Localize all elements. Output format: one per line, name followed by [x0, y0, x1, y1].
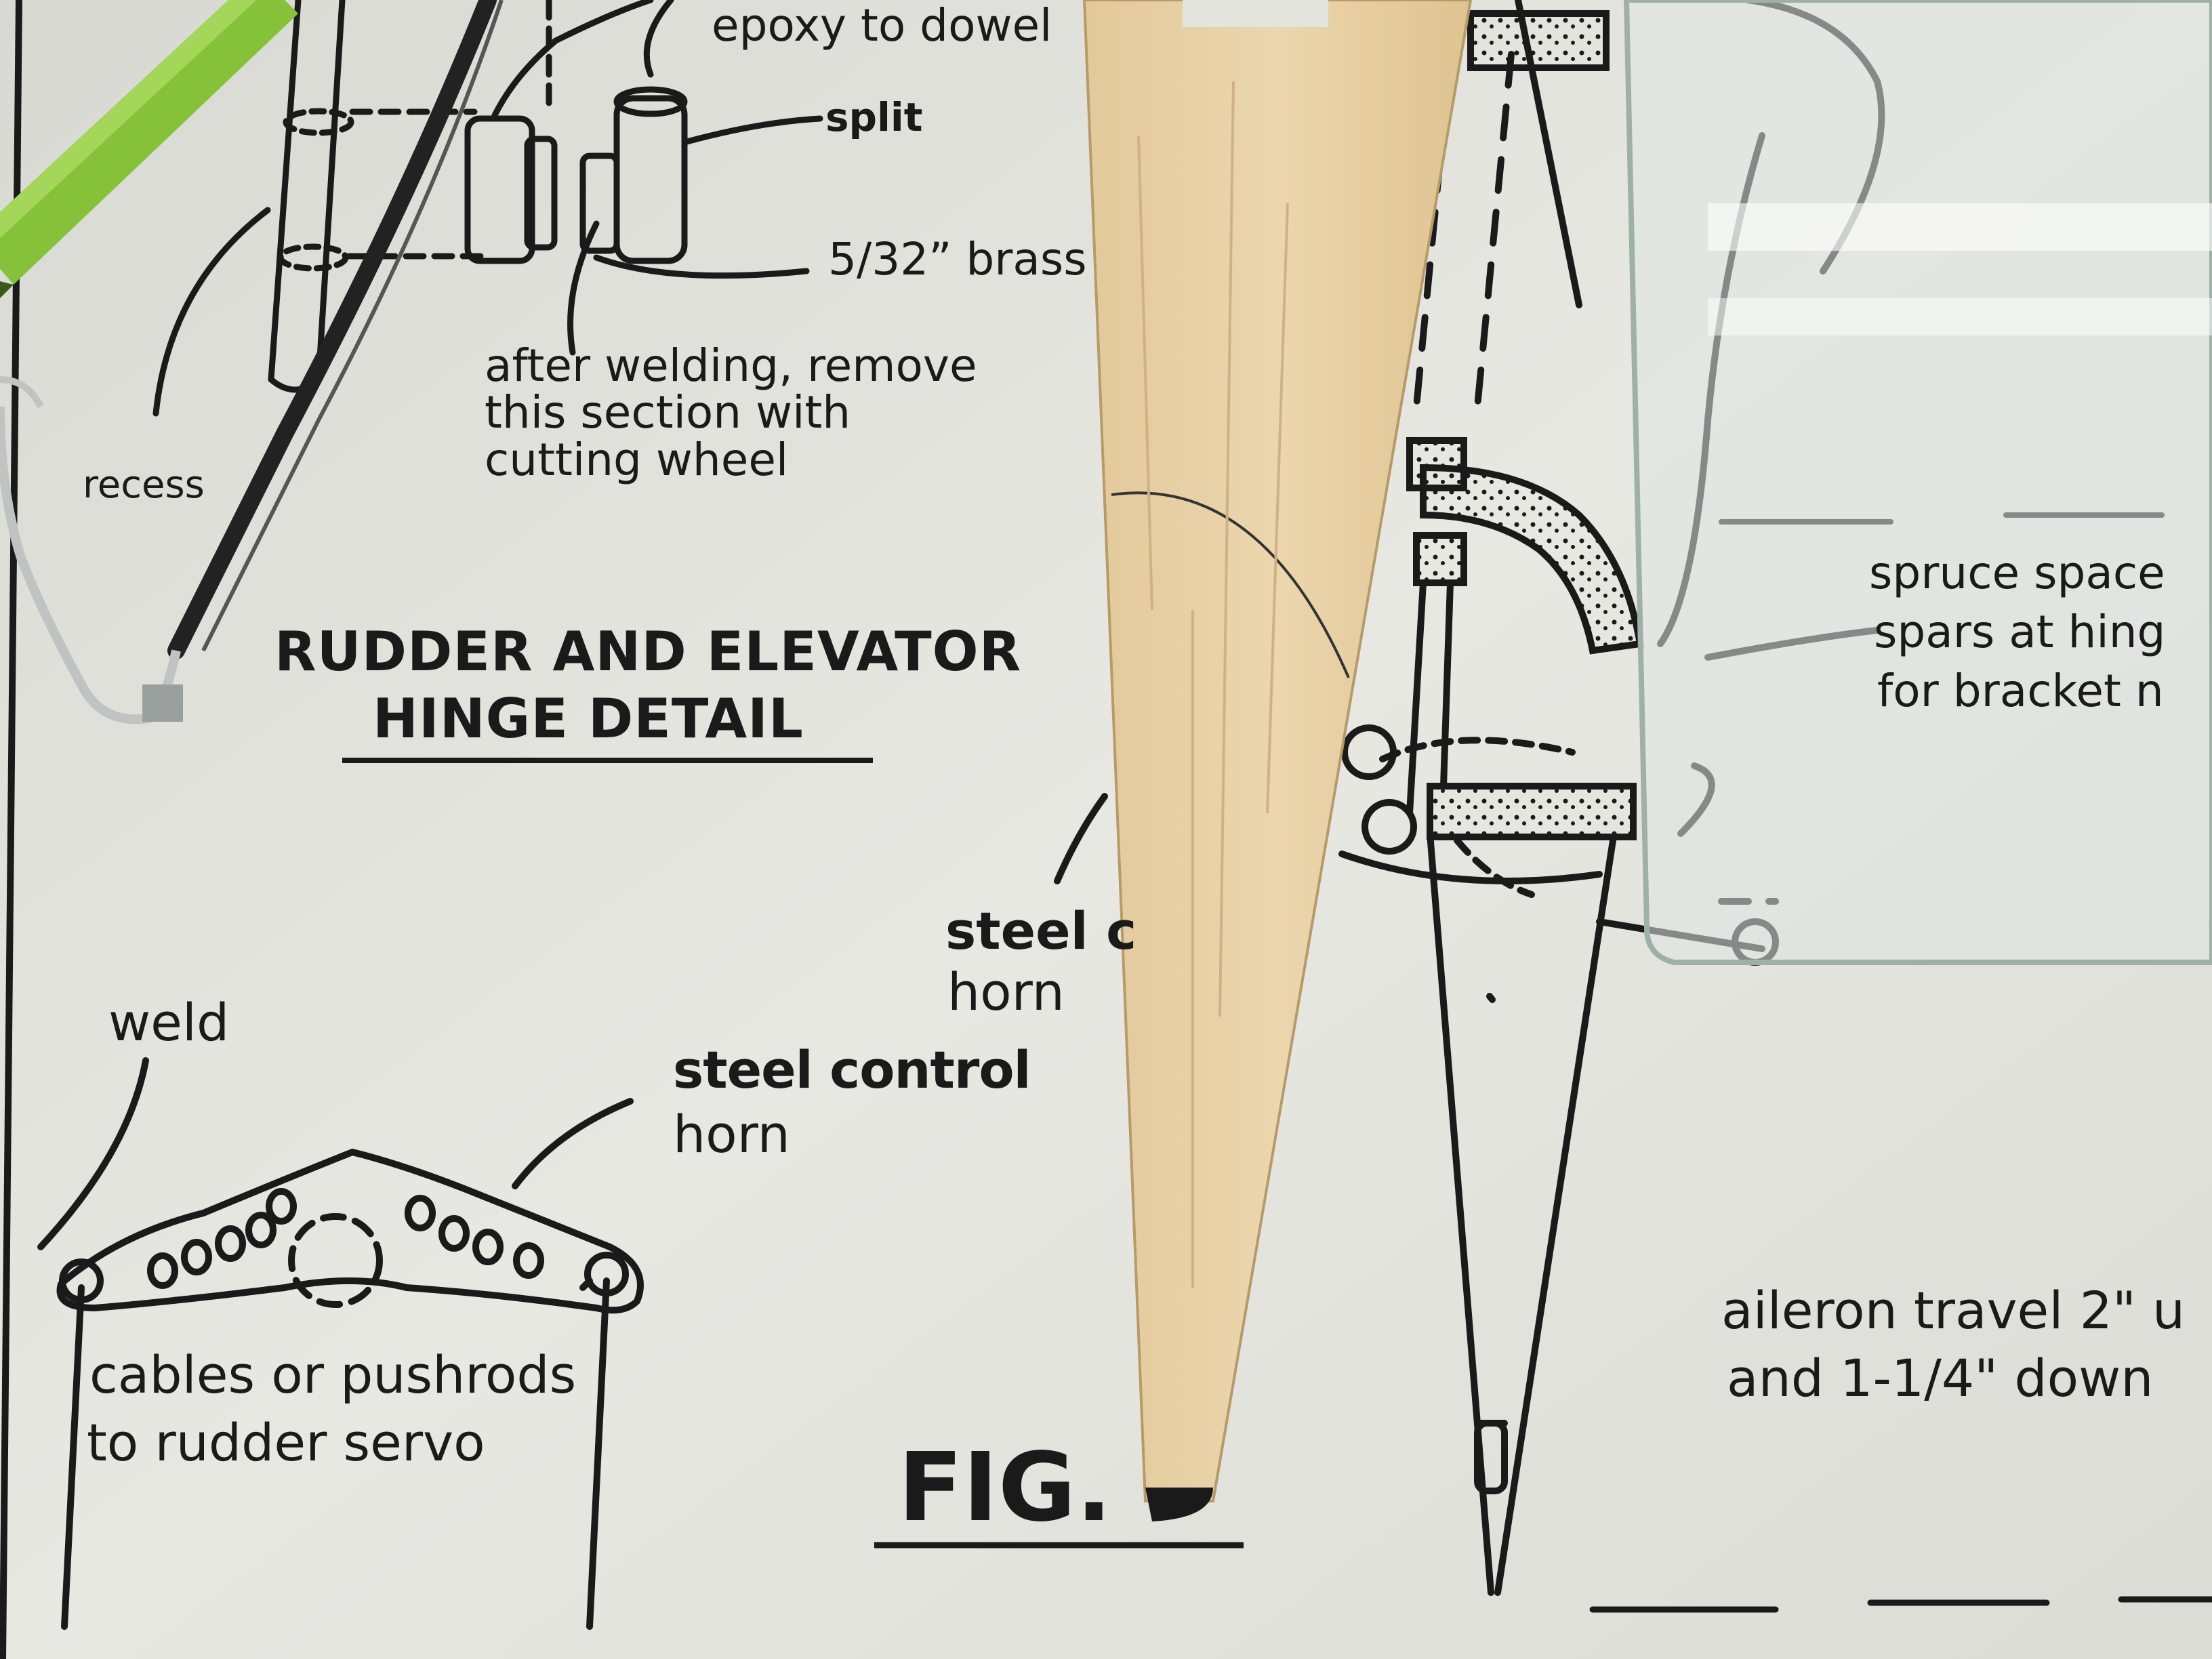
hinge-detail-sketch	[152, 0, 823, 417]
balsa-strip	[1082, 0, 1473, 1502]
steel-c-partial-label: steel c	[945, 901, 1137, 961]
spruce-line-2: spars at hing	[1874, 606, 2166, 658]
after-welding-note: after welding, remove this section with …	[485, 342, 977, 483]
strip-shadow	[1145, 1488, 1213, 1521]
cables-line-1: cables or pushrods	[89, 1345, 577, 1405]
control-horn-sketch	[37, 793, 1108, 1630]
after-welding-line-3: cutting wheel	[485, 433, 789, 486]
aileron-line-1: aileron travel 2" u	[1721, 1280, 2186, 1340]
after-welding-line-2: this section with	[485, 386, 851, 439]
detail-title-line-2: HINGE DETAIL	[373, 687, 804, 750]
recess-label: recess	[83, 463, 205, 507]
weld-label: weld	[108, 992, 230, 1052]
detail-title-line-1: RUDDER AND ELEVATOR	[274, 620, 1022, 683]
glass-plate	[1623, 0, 2212, 965]
eyeglasses	[0, 0, 504, 724]
split-label: split	[825, 94, 923, 140]
aileron-line-2: and 1-1/4" down	[1727, 1348, 2154, 1408]
figure-label: FIG.	[898, 1433, 1112, 1543]
pencil	[0, 0, 298, 298]
spruce-line-1: spruce space	[1869, 547, 2165, 599]
after-welding-line-1: after welding, remove	[485, 340, 977, 392]
spruce-line-3: for bracket n	[1877, 665, 2164, 717]
horn-label: horn	[673, 1104, 790, 1164]
epoxy-label: epoxy to dowel	[712, 0, 1052, 52]
horn-partial-label: horn	[947, 962, 1065, 1022]
brass-label: 5/32” brass	[828, 233, 1087, 285]
steel-control-label: steel control	[673, 1040, 1031, 1100]
cables-line-2: to rudder servo	[87, 1412, 485, 1473]
